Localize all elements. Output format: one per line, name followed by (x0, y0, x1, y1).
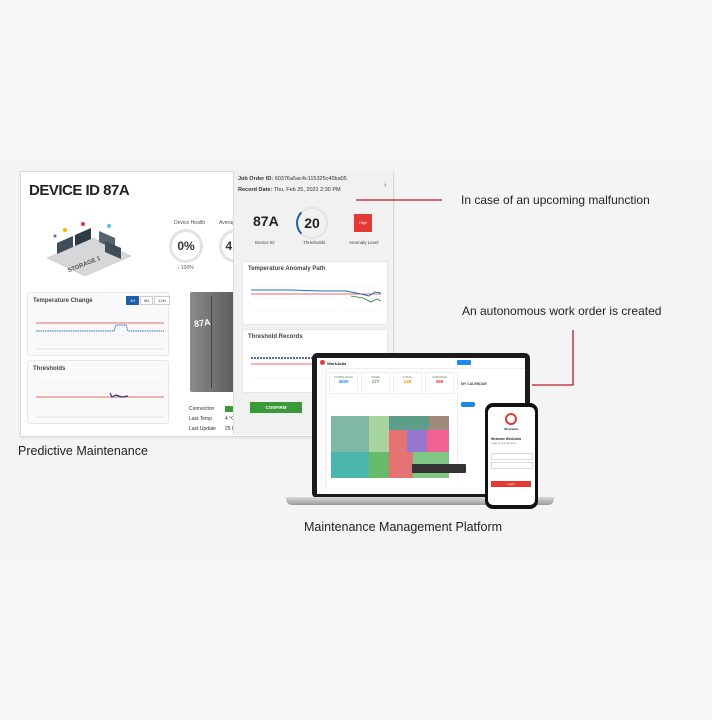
malfunction-note: In case of an upcoming malfunction (461, 193, 650, 207)
job-order-label: Job Order ID: (238, 176, 274, 182)
stats-row: COMPLETED 4000 OPEN 177 TOTAL 140 OVERDU… (329, 372, 454, 394)
phone-email-field[interactable] (491, 453, 533, 460)
device-health-value: 0% (177, 239, 195, 253)
record-date-label: Record Date: (238, 187, 273, 193)
last-update-value: 25 F (225, 426, 236, 432)
chevron-right-icon[interactable]: › (384, 182, 387, 189)
anomaly-path-chart (251, 285, 381, 311)
job-order-value: 60376a5ac4c115325c40ba05 (274, 176, 347, 182)
stat-completed[interactable]: COMPLETED 4000 (329, 372, 358, 394)
stat-label: TOTAL (402, 375, 413, 379)
platform-logo-icon (320, 360, 325, 365)
anomaly-chip-text: High (359, 221, 367, 225)
thresholds-title: Thresholds (33, 366, 66, 372)
stat-label: OVERDUE (432, 375, 447, 379)
temperature-change-chart (36, 314, 164, 350)
average-label: Average (219, 220, 238, 226)
stat-label: OPEN (371, 375, 380, 379)
stat-overdue[interactable]: OVERDUE 386 (425, 372, 454, 394)
anomaly-path-card: Temperature Anomaly Path (242, 261, 388, 325)
thresholds-card: Thresholds (27, 360, 169, 424)
tooltip (412, 464, 466, 473)
connection-status-badge (225, 406, 235, 412)
average-value: 4. (225, 239, 236, 253)
record-date-line: Record Date: Thu, Feb 25, 2021 2:30 PM (238, 187, 341, 193)
range-12h[interactable]: 12H (154, 296, 170, 305)
platform-brand: WorkJobs (327, 360, 347, 366)
calendar-label: MY CALENDAR (461, 382, 487, 386)
platform-caption: Maintenance Management Platform (304, 520, 503, 534)
thresholds-chart (36, 382, 164, 418)
stat-value: 140 (403, 379, 412, 384)
average-gauge: 4. (219, 229, 239, 263)
range-1h[interactable]: 1H (126, 296, 140, 305)
record-date-value: Thu, Feb 25, 2021 2:30 PM (273, 187, 341, 193)
stat-total[interactable]: TOTAL 140 (393, 372, 422, 394)
calendar-tab-active[interactable] (461, 402, 475, 407)
anomaly-path-title: Temperature Anomaly Path (248, 266, 326, 272)
predictive-caption: Predictive Maintenance (18, 444, 148, 458)
device-health-label: Device Health (174, 220, 206, 226)
stat-value: 177 (371, 379, 380, 384)
job-order-line: Job Order ID: 60376a5ac4c115325c40ba05 (238, 176, 347, 182)
phone-welcome: Welcome WorkJobs (491, 437, 522, 441)
stat-value: 4000 (338, 379, 349, 384)
temperature-change-card: Temperature Change 1H 6H 12H (27, 292, 170, 356)
platform-topbar: WorkJobs (317, 358, 525, 369)
temperature-change-title: Temperature Change (33, 298, 93, 304)
thresholds-gauge: 20 (296, 207, 328, 239)
device-title: DEVICE ID 87A (29, 182, 130, 199)
stat-label: COMPLETED (334, 375, 353, 379)
work-order-note: An autonomous work order is created (462, 304, 662, 318)
platform-sidebar (317, 368, 327, 494)
phone-brand: WorkJobs (504, 427, 519, 431)
phone-password-field[interactable] (491, 462, 533, 469)
phone-screen: WorkJobs Welcome WorkJobs Login to your … (488, 407, 535, 505)
last-temp-value: 4 °C (225, 416, 235, 422)
cabinet-door-divider (211, 296, 212, 388)
device-id-value: 87A (253, 213, 279, 229)
confirm-button[interactable]: CONFIRM (250, 402, 302, 413)
laptop-base (286, 497, 554, 505)
last-update-label: Last Update (189, 426, 216, 432)
device-health-gauge: 0% (169, 229, 203, 263)
anomaly-level-label: Anomaly Level (349, 240, 379, 245)
range-6h[interactable]: 6H (140, 296, 154, 305)
phone-subtitle: Login to your account (491, 442, 516, 445)
cabinet-illustration: 87A (190, 292, 234, 392)
range-toggle: 1H 6H 12H (126, 296, 170, 305)
phone-logo-icon (505, 413, 517, 425)
device-id-label: Device ID (255, 240, 275, 245)
thresholds-label: Thresholds (303, 240, 326, 245)
new-order-button[interactable] (457, 360, 471, 365)
connection-label: Connection (189, 406, 215, 412)
phone-login-button[interactable]: Login (491, 481, 531, 487)
thresholds-value: 20 (304, 215, 320, 231)
anomaly-level-indicator: High (354, 214, 372, 232)
device-health-sub: ↓ 100% (177, 265, 194, 271)
storage-room-illustration (46, 222, 132, 277)
stat-value: 386 (435, 379, 444, 384)
threshold-records-title: Threshold Records (248, 334, 303, 340)
last-temp-label: Last Temp (189, 416, 212, 422)
stat-open[interactable]: OPEN 177 (361, 372, 390, 394)
